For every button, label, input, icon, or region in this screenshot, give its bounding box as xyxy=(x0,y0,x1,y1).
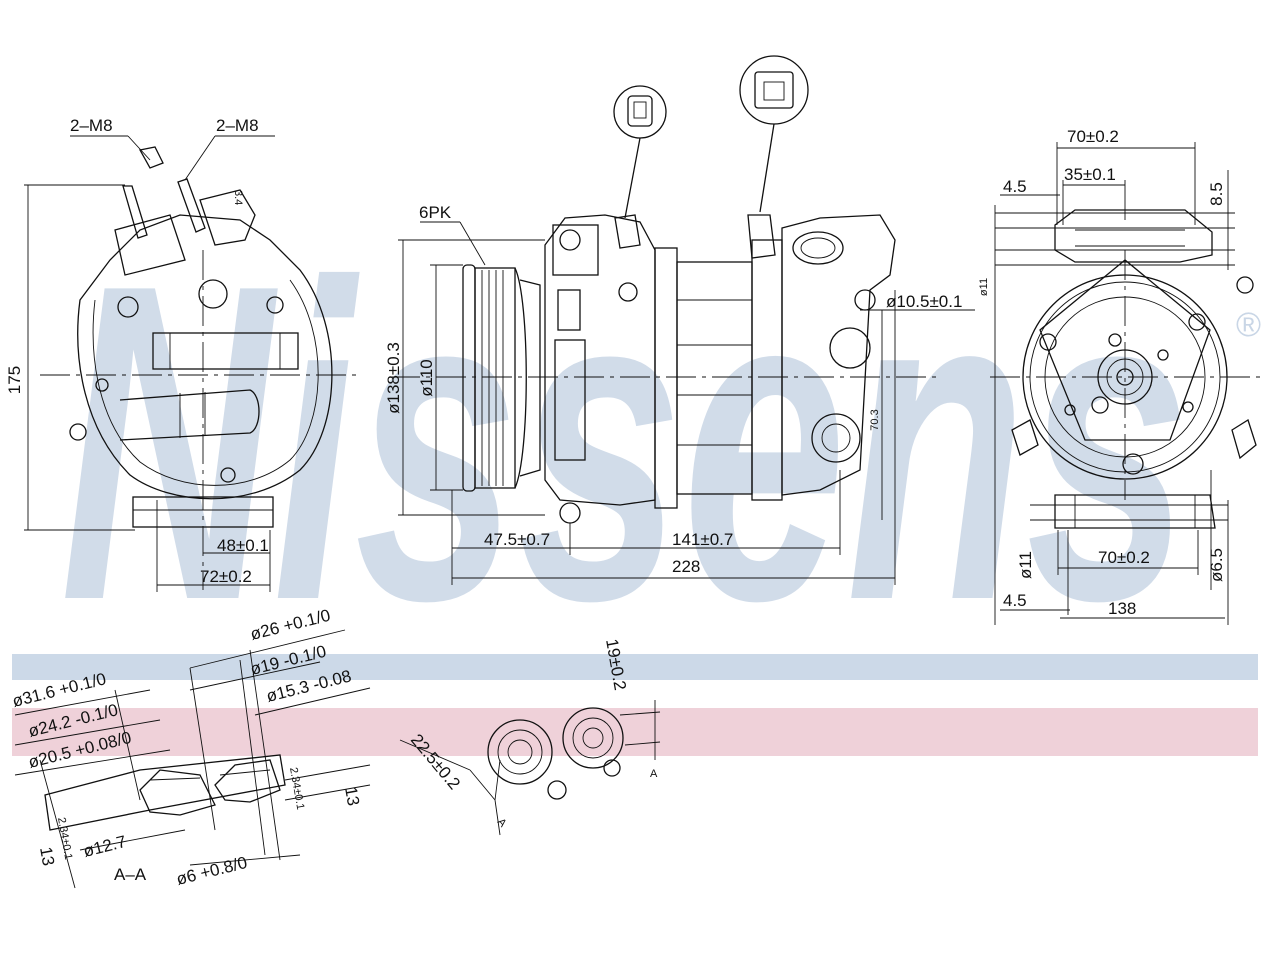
center-port-diameter: ø10.5±0.1 xyxy=(886,292,962,311)
section-d12-7: ø12.7 xyxy=(81,832,128,861)
watermark-registered-symbol: ® xyxy=(1236,306,1261,344)
left-dim-72: 72±0.2 xyxy=(200,567,252,586)
left-view: 2–M8 2–M8 3.4 175 48±0.1 72±0.2 xyxy=(5,116,360,592)
port-section-a2: A xyxy=(650,768,658,780)
section-right-2-34: 2.34±0.1 xyxy=(287,766,306,810)
right-bottom-70: 70±0.2 xyxy=(1098,548,1150,567)
right-bottom-138: 138 xyxy=(1108,599,1136,618)
left-height-175: 175 xyxy=(5,366,24,394)
right-side-8-5: 8.5 xyxy=(1207,182,1226,206)
center-height-70-3: 70.3 xyxy=(869,409,881,430)
section-caption: A–A xyxy=(114,865,147,884)
left-angle-label: 3.4 xyxy=(232,190,244,205)
center-dim-47-5: 47.5±0.7 xyxy=(484,530,550,549)
section-left-13: 13 xyxy=(36,845,58,867)
blue-band xyxy=(12,654,1258,680)
watermark-brand: Nissens xyxy=(60,192,1190,694)
pink-band xyxy=(12,708,1258,756)
center-length-228: 228 xyxy=(672,557,700,576)
right-bottom-11: ø11 xyxy=(1016,551,1035,579)
left-callout-m8-b: 2–M8 xyxy=(216,116,259,135)
center-dim-141: 141±0.7 xyxy=(672,530,733,549)
left-dim-48: 48±0.1 xyxy=(217,536,269,555)
section-right-13: 13 xyxy=(341,785,363,807)
right-view: 70±0.2 35±0.1 4.5 8.5 ø11 70±0.2 4.5 138… xyxy=(978,127,1265,625)
right-bottom-4-5: 4.5 xyxy=(1003,591,1027,610)
watermark: Nissens ® xyxy=(60,192,1261,694)
center-belt-6pk: 6PK xyxy=(419,203,452,222)
right-top-70: 70±0.2 xyxy=(1067,127,1119,146)
center-pulley-inner: ø110 xyxy=(417,359,436,397)
port-section-a: A xyxy=(495,816,509,830)
right-side-11: ø11 xyxy=(978,278,990,296)
left-callout-m8-a: 2–M8 xyxy=(70,116,113,135)
center-pulley-outer: ø138±0.3 xyxy=(384,342,403,414)
center-view: 6PK ø138±0.3 ø110 ø10.5±0.1 70.3 47.5±0.… xyxy=(384,55,975,585)
right-top-35: 35±0.1 xyxy=(1064,165,1116,184)
right-top-4-5: 4.5 xyxy=(1003,177,1027,196)
section-d6: ø6 +0.8/0 xyxy=(174,853,249,889)
section-left-2-34: 2.34±0.1 xyxy=(55,816,74,860)
right-bottom-6-5: ø6.5 xyxy=(1207,548,1226,582)
